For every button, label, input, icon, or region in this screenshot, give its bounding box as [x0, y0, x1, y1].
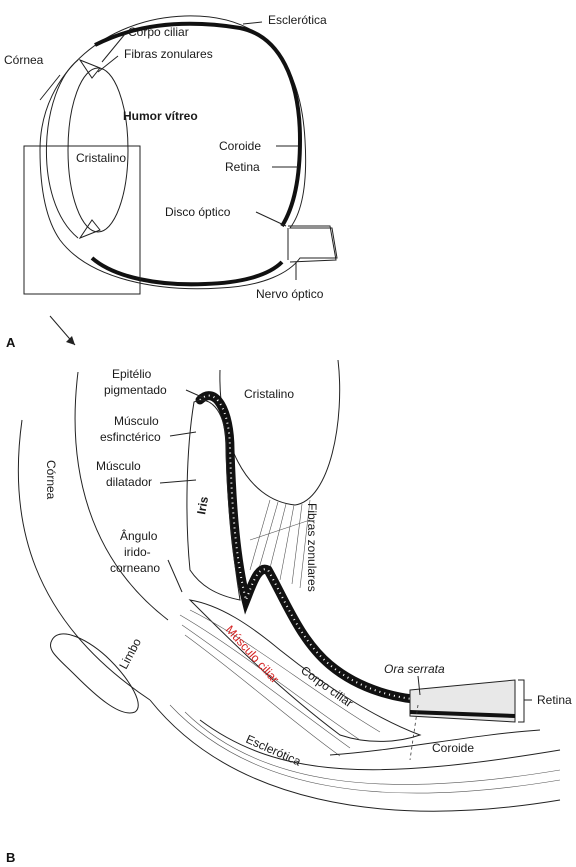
leader-cornea: [40, 75, 60, 100]
panel-letter-b: B: [6, 850, 15, 865]
leader-esfincterico: [170, 432, 196, 436]
label-esclerotica: Esclerótica: [268, 13, 327, 27]
leader-angulo: [168, 560, 182, 592]
optic-nerve-shape: [288, 226, 336, 262]
label-cornea-b: Córnea: [44, 460, 58, 500]
label-coroide-a: Coroide: [219, 139, 261, 153]
label-nervo-optico: Nervo óptico: [256, 287, 324, 301]
label-cristalino-b: Cristalino: [244, 387, 294, 401]
leader-esclerotica: [243, 22, 262, 24]
label-fibras-zonulares-b: Fibras zonulares: [305, 503, 319, 592]
panel-b: Epitélio pigmentado Cristalino Músculo e…: [6, 360, 572, 865]
leader-dilatador: [160, 480, 196, 483]
label-humor-vitreo: Humor vítreo: [123, 109, 198, 123]
label-ora-serrata: Ora serrata: [384, 662, 445, 676]
label-angulo-3: corneano: [110, 561, 160, 575]
leader-disco: [256, 212, 286, 226]
label-fibras-zonulares: Fibras zonulares: [124, 47, 213, 61]
label-dilatador-1: Músculo: [96, 459, 141, 473]
label-esfincterico-1: Músculo: [114, 414, 159, 428]
lens-b: [220, 360, 340, 505]
cornea-curve-b: [75, 372, 168, 620]
label-epitelio-1: Epitélio: [112, 367, 152, 381]
limbus-vessel: [50, 634, 138, 713]
leader-fibras: [98, 56, 118, 72]
label-angulo-2: irido-: [124, 545, 151, 559]
label-angulo-1: Ângulo: [120, 528, 158, 543]
label-epitelio-2: pigmentado: [104, 383, 167, 397]
label-iris: Iris: [194, 495, 211, 515]
label-cristalino-a: Cristalino: [76, 151, 126, 165]
label-musculo-ciliar: Músculo ciliar: [223, 623, 282, 686]
label-corpo-ciliar-b: Corpo ciliar: [298, 663, 355, 710]
panel-letter-a: A: [6, 335, 16, 350]
panel-a: Esclerótica Córnea Corpo ciliar Fibras z…: [4, 13, 337, 350]
lens-shape: [68, 68, 128, 232]
label-dilatador-2: dilatador: [106, 475, 152, 489]
label-esfincterico-2: esfinctérico: [100, 430, 161, 444]
label-cornea: Córnea: [4, 53, 44, 67]
retina-line-lower: [92, 258, 282, 284]
retina-bracket: [518, 680, 524, 722]
ciliary-body-upper: [80, 60, 100, 78]
label-limbo: Limbo: [116, 636, 144, 672]
label-retina-a: Retina: [225, 160, 260, 174]
label-coroide-b: Coroide: [432, 741, 474, 755]
inset-arrowhead: [66, 336, 75, 345]
label-retina-b: Retina: [537, 693, 572, 707]
label-disco-optico: Disco óptico: [165, 205, 231, 219]
label-corpo-ciliar: Corpo ciliar: [128, 25, 189, 39]
